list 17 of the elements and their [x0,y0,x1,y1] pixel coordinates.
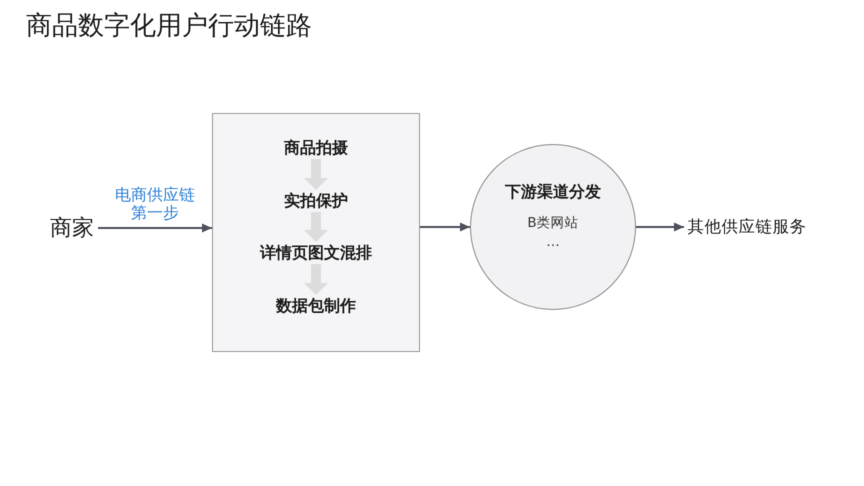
node-label: 其他供应链服务 [684,214,810,240]
step-label: 实拍保护 [251,190,381,212]
node-label: 商家 [46,213,98,243]
arrow [98,224,212,232]
arrow [304,264,328,295]
circle-heading: 下游渠道分发 [505,181,601,202]
arrow [304,159,328,190]
circle-text: … [546,233,560,252]
arrow [636,222,684,232]
process-panel [212,113,420,352]
arrow [420,222,470,232]
circle-text: B类网站 [527,214,579,233]
step-label: 商品拍摄 [251,137,381,159]
step-label: 详情页图文混排 [251,242,381,264]
diagram-title: 商品数字化用户行动链路 [26,10,312,42]
step-label: 数据包制作 [251,295,381,317]
arrow [304,212,328,242]
